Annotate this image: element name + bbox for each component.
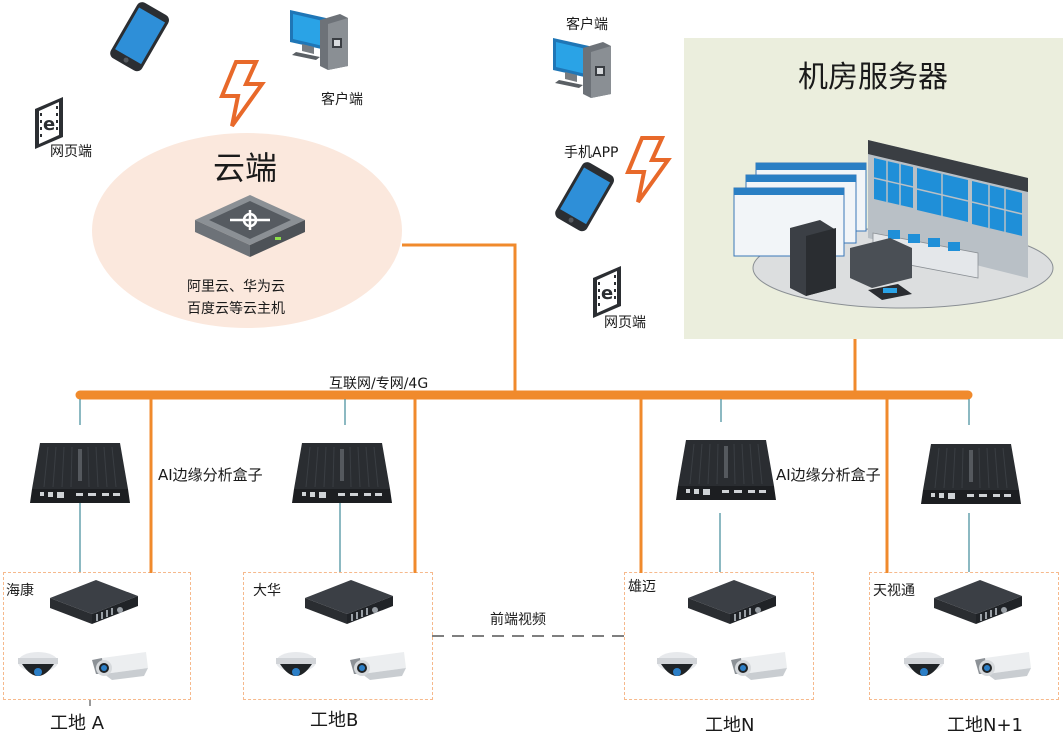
wireless-bolt-icon-cloud xyxy=(220,60,264,128)
front-video-label: 前端视频 xyxy=(490,612,546,628)
bullet-camera-icon-n xyxy=(731,652,787,680)
nvr-icon-n xyxy=(688,580,776,624)
site-n1-name: 工地N+1 xyxy=(947,715,1023,736)
cloud-providers-line1: 阿里云、华为云 xyxy=(187,279,285,295)
cloud-desktop-client-label: 客户端 xyxy=(321,92,363,108)
cloud-providers-line2: 百度云等云主机 xyxy=(187,301,285,317)
network-bus-label: 互联网/专网/4G xyxy=(329,376,429,392)
site-box-a xyxy=(3,572,191,700)
nvr-icon-n1 xyxy=(934,580,1022,624)
server-web-client-label: 网页端 xyxy=(604,315,646,331)
edge-box-label-ab: AI边缘分析盒子 xyxy=(158,466,263,484)
server-room-title: 机房服务器 xyxy=(798,60,948,95)
nvr-icon-a xyxy=(50,580,138,624)
site-b-vendor: 大华 xyxy=(253,583,281,599)
site-n-vendor: 雄迈 xyxy=(628,579,656,595)
cloud-title: 云端 xyxy=(213,149,278,187)
dome-camera-icon-n xyxy=(657,652,697,676)
edge-box-icon-b xyxy=(291,442,393,504)
site-b-name: 工地B xyxy=(310,710,359,731)
site-n-name: 工地N xyxy=(705,715,755,736)
web-icon-server xyxy=(593,266,621,318)
bullet-camera-icon-a xyxy=(92,652,148,680)
cloud-web-client-label: 网页端 xyxy=(50,144,92,160)
smartphone-icon-server xyxy=(553,160,617,234)
server-app-client-label: 手机APP xyxy=(564,145,619,161)
server-desktop-client-label: 客户端 xyxy=(566,17,608,33)
site-n1-vendor: 天视通 xyxy=(873,583,915,599)
control-room-icon xyxy=(733,140,1054,309)
edge-box-icon-n xyxy=(675,439,777,501)
bullet-camera-icon-b xyxy=(350,652,406,680)
dome-camera-icon-b xyxy=(276,652,316,676)
wireless-bolt-icon-server xyxy=(626,136,670,204)
edge-box-icon-n1 xyxy=(920,443,1022,505)
nvr-icon-b xyxy=(305,580,393,624)
edge-box-icon-a xyxy=(29,442,131,504)
smartphone-icon-cloud xyxy=(108,0,172,74)
dome-camera-icon-n1 xyxy=(904,652,944,676)
cloud-link-line xyxy=(402,243,517,395)
cloud-switch-icon xyxy=(195,195,305,257)
dome-camera-icon-a xyxy=(18,652,58,676)
edge-box-label-n: AI边缘分析盒子 xyxy=(776,466,881,484)
bullet-camera-icon-n1 xyxy=(975,652,1031,680)
site-box-n xyxy=(624,572,814,700)
site-a-name: 工地 A xyxy=(50,713,105,734)
site-a-vendor: 海康 xyxy=(6,583,34,599)
site-box-n1 xyxy=(869,572,1059,700)
desktop-icon-cloud xyxy=(290,10,348,70)
desktop-icon-server xyxy=(553,38,611,98)
